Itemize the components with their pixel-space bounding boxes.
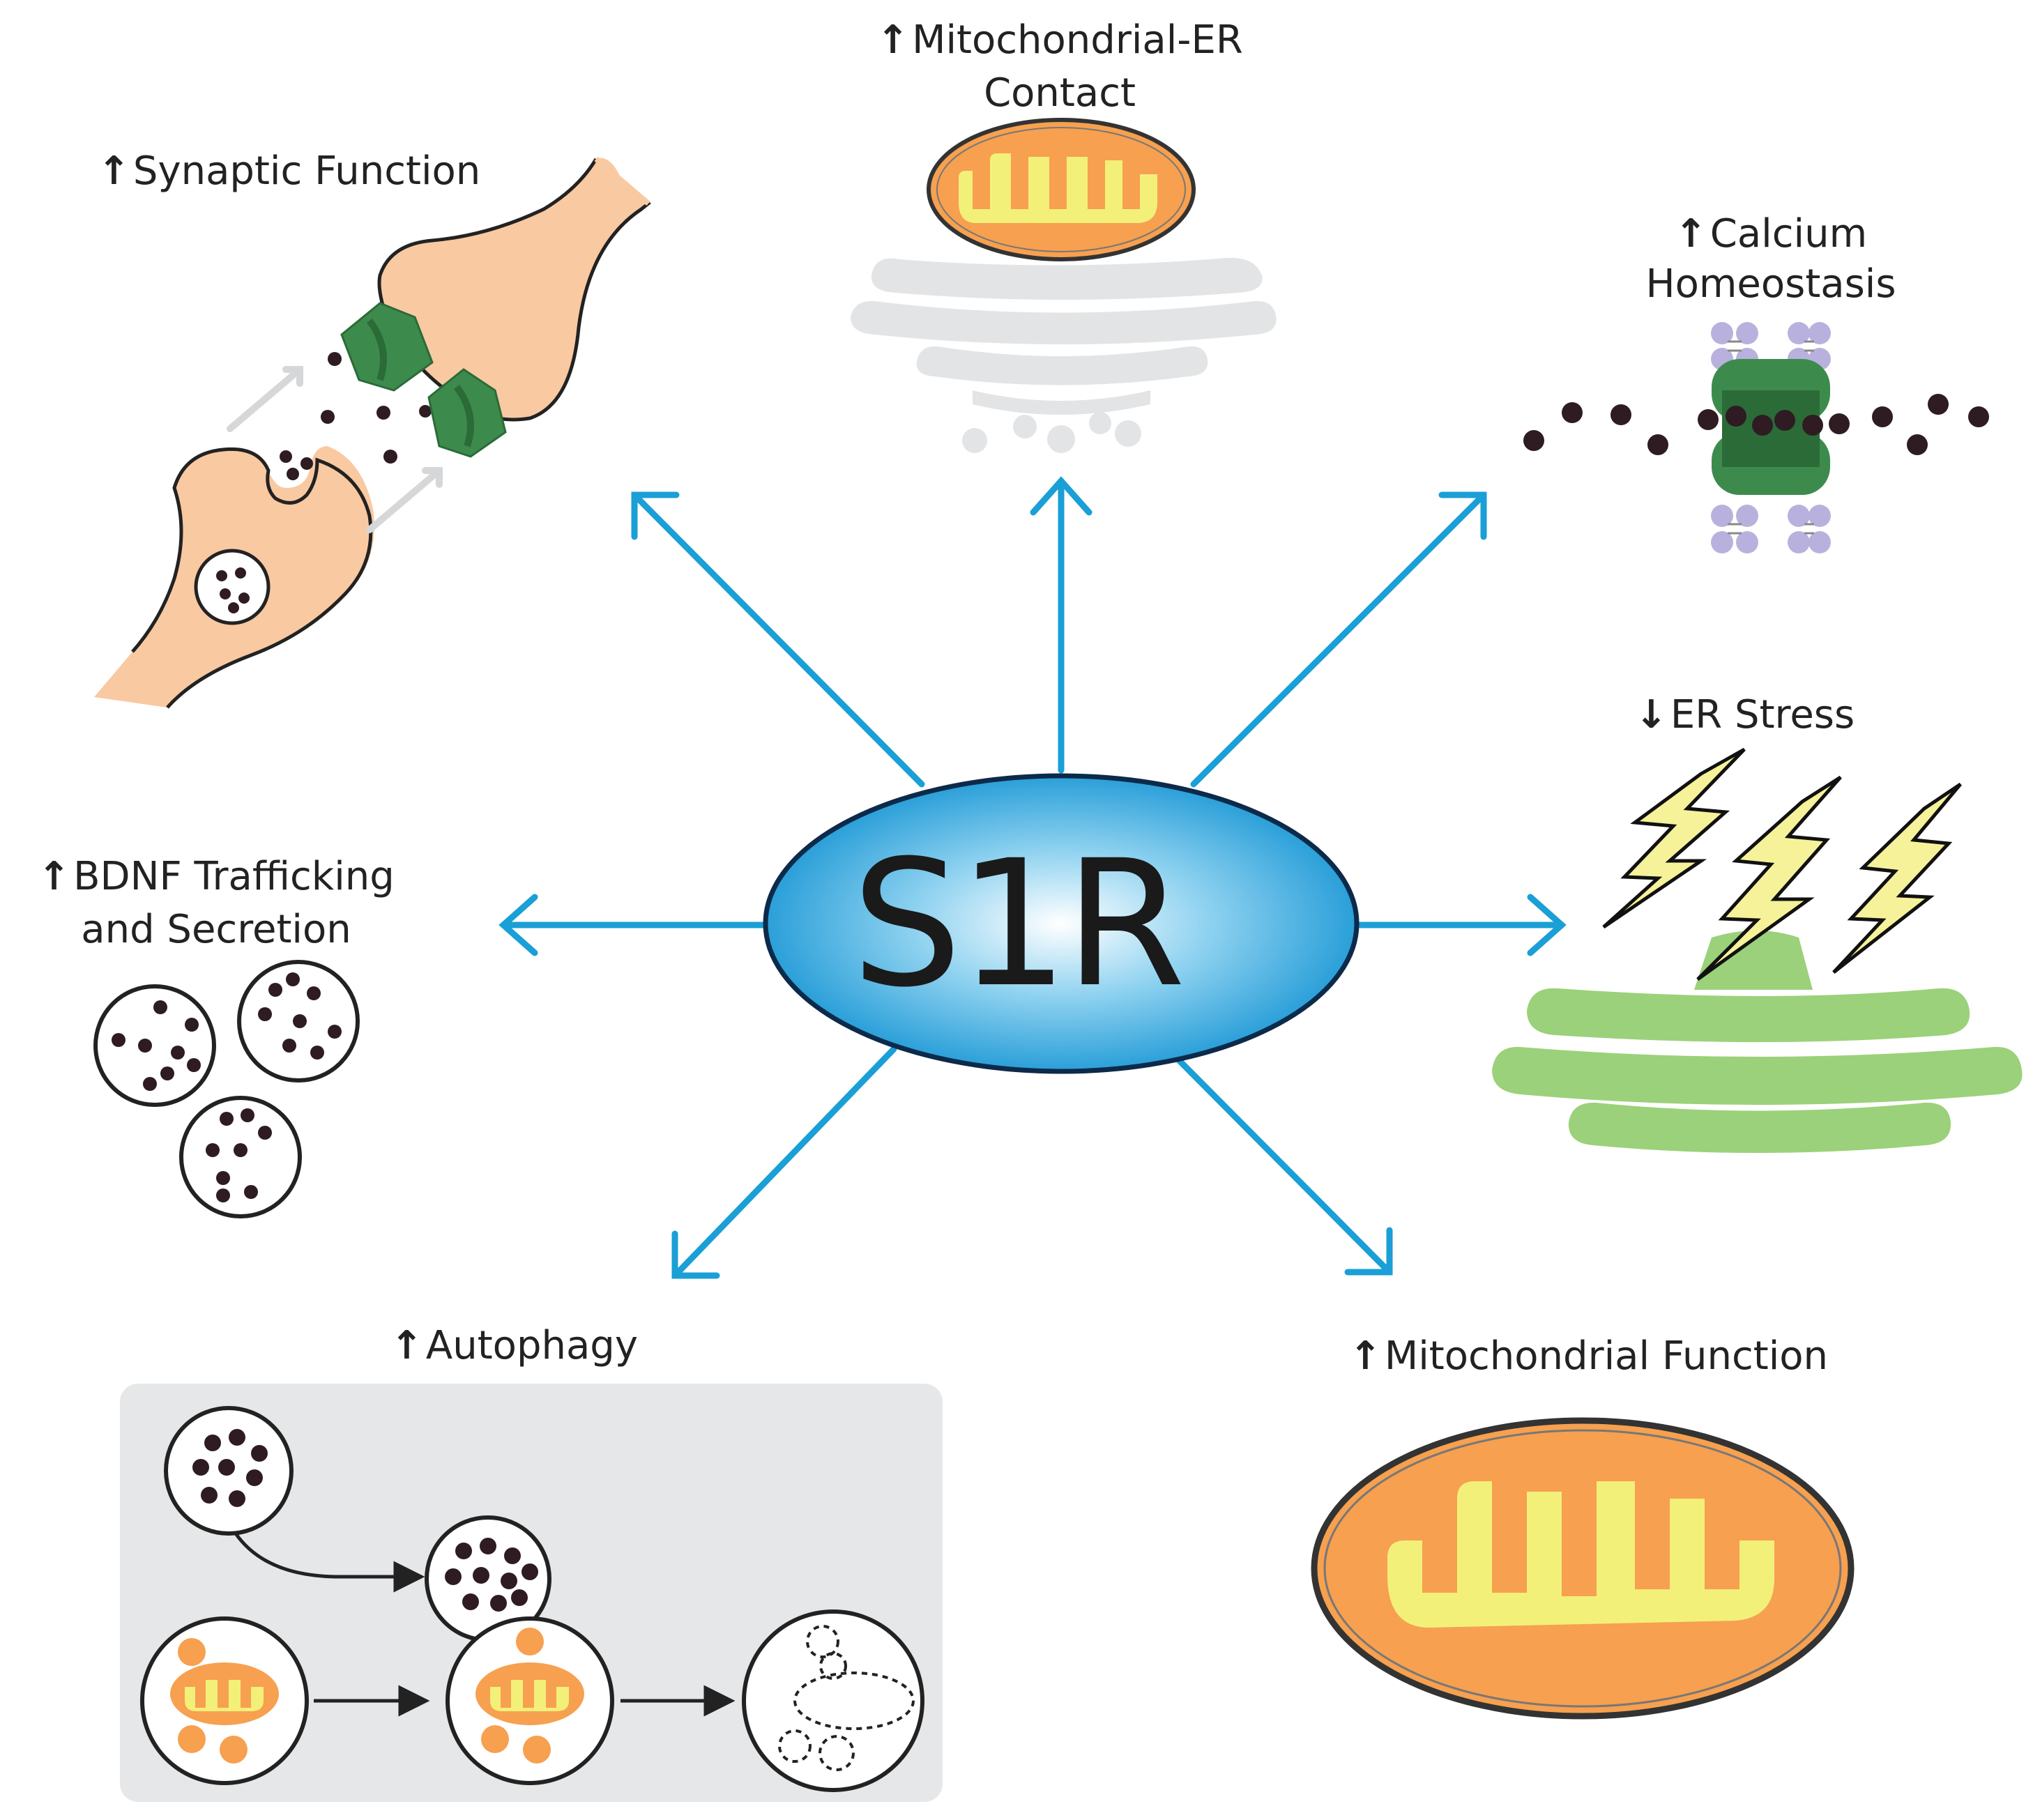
label-calcium-homeostasis: ↑Calcium Homeostasis — [1611, 209, 1931, 309]
label-bdnf-line1: BDNF Trafficking — [73, 854, 395, 899]
radiating-arrows — [498, 476, 1567, 1279]
label-er-stress-text: ER Stress — [1670, 692, 1855, 737]
s1r-label: S1R — [851, 822, 1185, 1025]
label-er-stress: ↓ER Stress — [1635, 690, 1855, 740]
er-stress-illustration — [1492, 747, 2023, 1153]
autophagy-illustration — [120, 1384, 943, 1802]
arrow-to-calcium — [1190, 491, 1487, 788]
synapse-illustration — [94, 156, 651, 709]
label-calcium-line1: Calcium — [1710, 211, 1868, 257]
up-arrow-icon: ↑ — [1349, 1333, 1382, 1379]
bdnf-vesicles-illustration — [93, 960, 360, 1218]
label-bdnf-line2: and Secretion — [81, 907, 351, 952]
label-bdnf: ↑BDNF Trafficking and Secretion — [7, 850, 425, 956]
arrow-to-autophagy — [671, 1046, 897, 1279]
arrow-to-mito-function — [1175, 1056, 1393, 1276]
up-arrow-icon: ↑ — [38, 854, 71, 899]
down-arrow-icon: ↓ — [1635, 692, 1668, 737]
calcium-channel-illustration — [1523, 322, 1989, 553]
arrow-to-synaptic — [631, 491, 925, 788]
up-arrow-icon: ↑ — [1674, 211, 1707, 257]
label-mito-er-line1: Mitochondrial-ER — [912, 17, 1243, 63]
label-calcium-line2: Homeostasis — [1645, 261, 1896, 307]
label-mito-function: ↑Mitochondrial Function — [1349, 1331, 1828, 1382]
label-autophagy: ↑Autophagy — [390, 1321, 638, 1371]
lightning-icon — [1696, 775, 1842, 981]
label-synaptic-text: Synaptic Function — [132, 148, 481, 194]
label-synaptic-function: ↑Synaptic Function — [98, 146, 480, 197]
up-arrow-icon: ↑ — [98, 148, 130, 194]
lightning-icon — [1832, 782, 1962, 974]
label-mito-er-contact: ↑Mitochondrial-ER Contact — [844, 14, 1276, 120]
label-autophagy-text: Autophagy — [425, 1323, 638, 1368]
mito-er-contact-illustration — [851, 118, 1277, 453]
up-arrow-icon: ↑ — [390, 1323, 423, 1368]
up-arrow-icon: ↑ — [876, 17, 910, 63]
label-mito-function-text: Mitochondrial Function — [1384, 1333, 1829, 1379]
mitochondrion-illustration — [1311, 1417, 1855, 1720]
lightning-icon — [1602, 747, 1746, 929]
s1r-ellipse — [763, 773, 1360, 1074]
label-mito-er-line2: Contact — [984, 70, 1136, 116]
